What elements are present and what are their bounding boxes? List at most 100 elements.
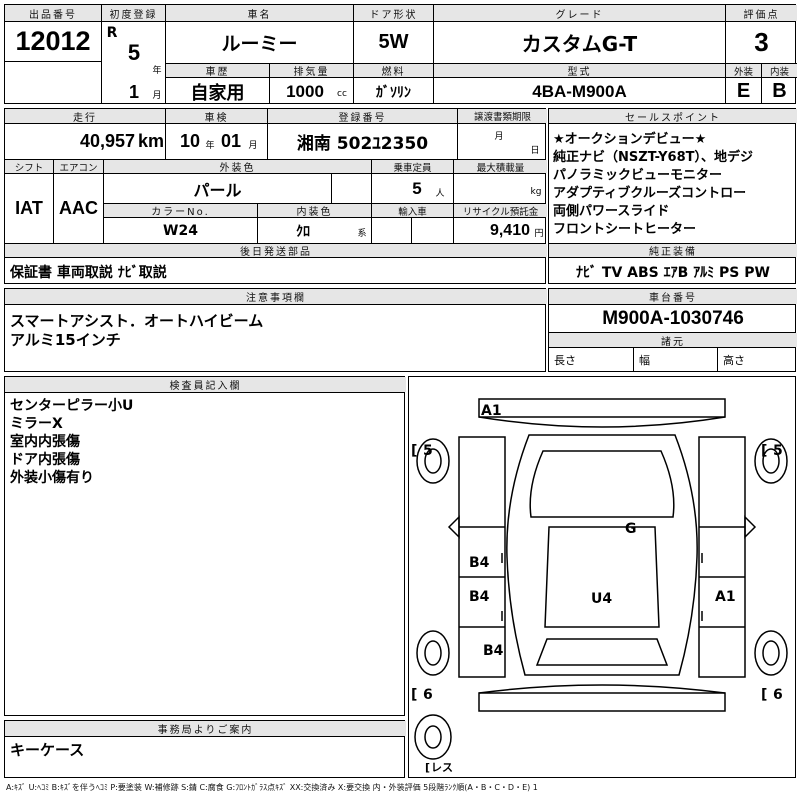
selling-point-line: フロントシートヒーター — [553, 222, 697, 237]
int-color-unit: 系 — [357, 228, 367, 239]
inspector-block: 検査員記入欄 センターピラー小U ミラーX 室内内張傷 ドア内張傷 外装小傷有り — [4, 376, 406, 716]
recycle-fee: 9,410 — [489, 221, 530, 239]
chassis-block: 車台番号 M900A-1030746 諸元 長さ 幅 高さ — [548, 288, 797, 372]
grade-label: グレード — [434, 5, 725, 21]
insp-year: 10 — [179, 130, 201, 151]
transfer-label: 譲渡書類期限 — [458, 109, 547, 123]
transfer-month-unit: 月 — [494, 131, 504, 142]
color-no-label: カラーNo. — [104, 204, 257, 217]
transfer-day-unit: 日 — [530, 145, 540, 156]
fuel: ｶﾞｿﾘﾝ — [376, 84, 411, 101]
model-label: 型式 — [434, 64, 725, 77]
grade: カスタムG-T — [521, 32, 638, 56]
interior-grade: B — [772, 80, 787, 102]
insp-month: 01 — [220, 130, 242, 151]
exterior-label: 外装 — [726, 64, 761, 77]
history-label: 車歴 — [166, 64, 269, 77]
office-label: 事務局よりご案内 — [5, 721, 406, 736]
car-diagram-svg: [ 5 [ 5 [ 6 [ 6 [ レス A1 G B4 B4 B4 U4 A1 — [411, 398, 788, 774]
capacity: 5 — [412, 178, 422, 198]
damage-mark: B4 — [469, 589, 490, 605]
width-label: 幅 — [639, 354, 650, 367]
load-label: 最大積載量 — [454, 160, 547, 173]
notes-line: アルミ15インチ — [10, 331, 121, 349]
office-block: 事務局よりご案内 キーケース — [4, 720, 406, 778]
tire-front-left-bracket: [ — [411, 443, 417, 459]
tire-front-right-bracket: [ — [761, 443, 767, 459]
recycle-label: リサイクル預託金 — [454, 204, 547, 217]
car-name: ルーミー — [221, 33, 298, 55]
damage-mark: G — [625, 521, 637, 537]
inspector-line: 室内内張傷 — [10, 434, 80, 450]
tire-rear-right-bracket: [ — [761, 687, 767, 703]
shift-value: IAT — [15, 198, 43, 218]
later-parts-label: 後日発送部品 — [5, 244, 547, 257]
mileage: 40,957 — [79, 130, 135, 151]
damage-diagram: [ 5 [ 5 [ 6 [ 6 [ レス A1 G B4 B4 B4 U4 A1 — [408, 376, 796, 778]
model: 4BA-M900A — [532, 81, 627, 101]
vehicle-info-block: 走行 車検 登録番号 譲渡書類期限 40,957 km 10 年 01 月 湘南… — [4, 108, 547, 284]
month-unit: 月 — [152, 90, 162, 101]
legend: A:ｷｽﾞ U:ﾍｺﾐ B:ｷｽﾞを伴うﾍｺﾐ P:要塗装 W:補修跡 S:錆 … — [6, 783, 538, 792]
color-label: 外装色 — [104, 160, 371, 173]
spare-status: レス — [431, 761, 453, 774]
selling-points-block: セールスポイント ★オークションデビュー★ 純正ナビ（NSZT-Y68T）、地デ… — [548, 108, 797, 284]
regno-label: 登録番号 — [268, 109, 457, 123]
tire-rear-left-bracket: [ — [411, 687, 417, 703]
spare-bracket: [ — [425, 761, 430, 774]
tire-rear-right: 6 — [773, 687, 783, 703]
int-color-label: 内装色 — [258, 204, 371, 217]
notes-line: スマートアシスト．オートハイビーム — [10, 312, 264, 330]
registration-number: 湘南 502ﾕ2350 — [296, 133, 429, 154]
selling-point-line: 純正ナビ（NSZT-Y68T）、地デジ — [553, 150, 753, 165]
displacement-unit: cc — [337, 89, 347, 99]
length-label: 長さ — [554, 354, 576, 367]
inspector-label: 検査員記入欄 — [5, 377, 406, 392]
car-name-label: 車名 — [166, 5, 353, 21]
equipment: ﾅﾋﾞ TV ABS ｴｱB ｱﾙﾐ PS PW — [576, 264, 770, 281]
capacity-unit: 人 — [435, 188, 445, 199]
damage-mark: B4 — [469, 555, 490, 571]
selling-point-line: アダプティブクルーズコントロー — [553, 186, 747, 201]
chassis-number: M900A-1030746 — [602, 307, 744, 329]
inspector-line: センターピラー小U — [10, 398, 134, 414]
first-reg-label: 初度登録 — [102, 5, 165, 21]
equipment-label: 純正装備 — [549, 244, 797, 257]
reg-month: 1 — [128, 81, 139, 102]
damage-mark: B4 — [483, 643, 504, 659]
inspection-label: 車検 — [166, 109, 267, 123]
ac-value: AAC — [59, 198, 98, 218]
chassis-label: 車台番号 — [549, 289, 797, 304]
header-block: 出品番号 初度登録 車名 ドア形状 グレード 評価点 12012 R 5 年 ル… — [4, 4, 797, 104]
year-unit: 年 — [152, 65, 162, 76]
insp-year-unit: 年 — [205, 140, 215, 151]
interior-label: 内装 — [762, 64, 797, 77]
color-no: W24 — [163, 222, 198, 239]
score: 3 — [754, 27, 769, 57]
shift-label: シフト — [5, 160, 53, 173]
door-type: 5W — [378, 31, 409, 53]
int-color: ｸﾛ — [296, 223, 310, 240]
insp-month-unit: 月 — [248, 140, 258, 151]
era: R — [106, 25, 118, 41]
mileage-label: 走行 — [5, 109, 165, 123]
mileage-unit: km — [139, 130, 163, 151]
notes-block: 注意事項欄 スマートアシスト．オートハイビーム アルミ15インチ — [4, 288, 547, 372]
inspector-line: ミラーX — [10, 416, 63, 432]
selling-point-line: 両側パワースライド — [553, 204, 670, 219]
door-label: ドア形状 — [354, 5, 433, 21]
damage-mark: A1 — [481, 403, 502, 419]
dimensions-label: 諸元 — [549, 333, 797, 347]
load-unit: kg — [530, 187, 542, 197]
reg-year: 5 — [127, 41, 141, 65]
recycle-unit: 円 — [534, 228, 544, 239]
later-parts: 保証書 車両取説 ﾅﾋﾞ取説 — [10, 264, 167, 281]
history: 自家用 — [190, 82, 245, 104]
inspector-line: ドア内張傷 — [10, 452, 80, 468]
ac-label: エアコン — [54, 160, 103, 173]
tire-rear-left: 6 — [423, 687, 433, 703]
fuel-label: 燃料 — [354, 64, 433, 77]
selling-points-label: セールスポイント — [549, 109, 797, 123]
displacement-label: 排気量 — [270, 64, 353, 77]
inspector-line: 外装小傷有り — [10, 470, 94, 486]
